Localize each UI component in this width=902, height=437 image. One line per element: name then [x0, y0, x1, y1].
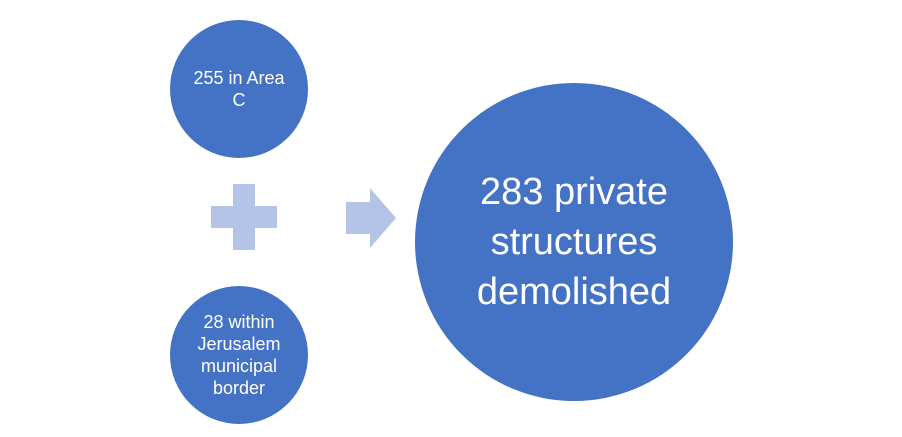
total-demolished-label: 283 private structures demolished	[476, 171, 672, 313]
plus-icon	[211, 184, 277, 250]
area-c-label: 255 in Area C	[193, 68, 285, 110]
jerusalem-circle: 28 within Jerusalem municipal border	[170, 286, 308, 424]
area-c-circle: 255 in Area C	[170, 20, 308, 158]
total-demolished-circle: 283 private structures demolished	[415, 83, 733, 401]
jerusalem-label: 28 within Jerusalem municipal border	[197, 312, 281, 398]
arrow-right-icon	[346, 188, 396, 248]
